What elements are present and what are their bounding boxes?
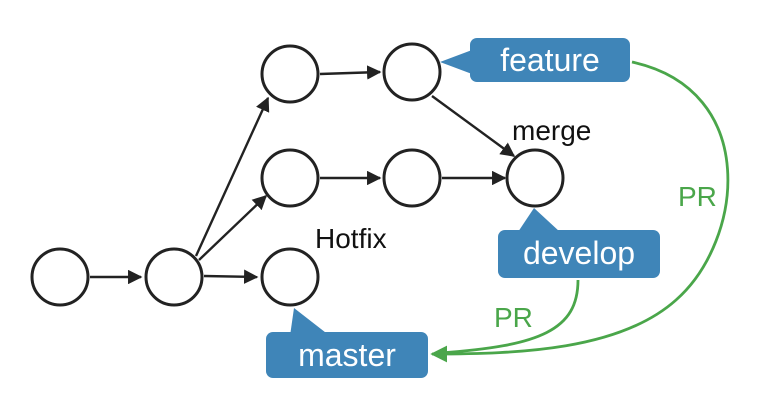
branch-tag-develop: develop xyxy=(498,208,660,278)
commit-node-mid-2 xyxy=(382,148,442,208)
edge-top1-top2 xyxy=(319,65,382,80)
commit-node-mid-1 xyxy=(260,148,320,208)
pr-arrow-feature-master xyxy=(430,60,730,363)
commit-node-top-2 xyxy=(382,42,442,102)
commit-node-1 xyxy=(30,247,90,307)
branch-tag-master-label: master xyxy=(298,337,396,373)
pr-arrow-develop-master xyxy=(439,279,580,355)
hotfix-label: Hotfix xyxy=(315,223,387,254)
edge-n2-hotfix xyxy=(203,269,259,284)
branch-tag-feature-label: feature xyxy=(500,42,600,78)
pr-label-feature: PR xyxy=(678,181,717,212)
commit-node-2 xyxy=(144,247,204,307)
branch-tag-develop-label: develop xyxy=(523,235,635,271)
pr-label-develop: PR xyxy=(494,302,533,333)
edge-n2-top xyxy=(194,96,270,257)
edge-top2-merge xyxy=(431,95,516,157)
edge-n2-mid xyxy=(198,195,268,261)
commit-node-merge xyxy=(505,148,565,208)
commit-node-hotfix xyxy=(260,247,320,307)
merge-label: merge xyxy=(512,115,591,146)
commit-node-top-1 xyxy=(260,44,320,104)
branch-tag-feature: feature xyxy=(440,38,630,82)
branch-tag-master: master xyxy=(266,308,428,378)
